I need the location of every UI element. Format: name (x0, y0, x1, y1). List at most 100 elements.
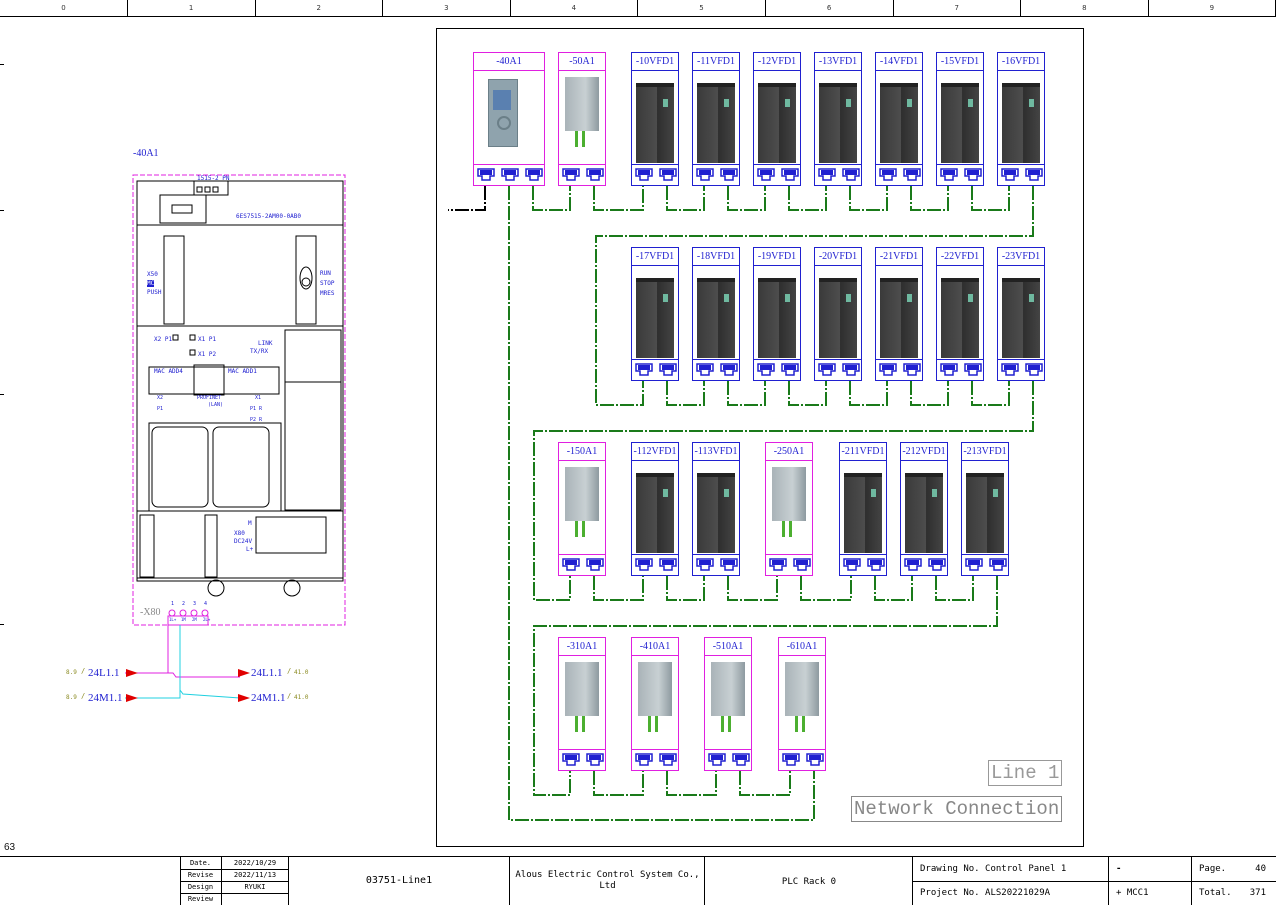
rj45-port-icon[interactable] (843, 558, 861, 572)
rj45-port-icon[interactable] (1025, 168, 1043, 182)
rj45-port-icon[interactable] (757, 168, 775, 182)
device-20vfd1[interactable]: -20VFD1 (814, 247, 862, 381)
rj45-port-icon[interactable] (586, 558, 604, 572)
device-250a1[interactable]: -250A1 (765, 442, 813, 576)
rj45-port-icon[interactable] (586, 753, 604, 767)
total-value: 371 (1249, 888, 1266, 898)
rj45-port-icon[interactable] (879, 168, 897, 182)
rj45-port-icon[interactable] (659, 753, 677, 767)
rj45-port-icon[interactable] (720, 363, 738, 377)
rj45-port-icon[interactable] (635, 363, 653, 377)
rj45-port-icon[interactable] (867, 558, 885, 572)
rj45-port-icon[interactable] (1001, 168, 1019, 182)
rj45-port-icon[interactable] (842, 168, 860, 182)
device-310a1[interactable]: -310A1 (558, 637, 606, 771)
rj45-port-icon[interactable] (635, 753, 653, 767)
rj45-port-icon[interactable] (782, 753, 800, 767)
rj45-port-icon[interactable] (477, 168, 495, 182)
device-12vfd1[interactable]: -12VFD1 (753, 52, 801, 186)
profinet-cable (910, 186, 949, 211)
dc24v-label: DC24V (234, 538, 253, 545)
rj45-port-icon[interactable] (659, 363, 677, 377)
device-10vfd1[interactable]: -10VFD1 (631, 52, 679, 186)
device-410a1[interactable]: -410A1 (631, 637, 679, 771)
device-11vfd1[interactable]: -11VFD1 (692, 52, 740, 186)
rj45-port-icon[interactable] (879, 363, 897, 377)
rj45-port-icon[interactable] (928, 558, 946, 572)
device-113vfd1[interactable]: -113VFD1 (692, 442, 740, 576)
wire-dst-ref[interactable]: 41.0 (294, 694, 309, 701)
device-tag: -17VFD1 (631, 247, 679, 266)
rj45-port-icon[interactable] (769, 558, 787, 572)
device-16vfd1[interactable]: -16VFD1 (997, 52, 1045, 186)
rj45-port-icon[interactable] (903, 168, 921, 182)
rj45-port-icon[interactable] (696, 363, 714, 377)
device-112vfd1[interactable]: -112VFD1 (631, 442, 679, 576)
rj45-port-icon[interactable] (732, 753, 750, 767)
device-image-frame (753, 265, 801, 360)
device-22vfd1[interactable]: -22VFD1 (936, 247, 984, 381)
rj45-port-icon[interactable] (1001, 363, 1019, 377)
device-image-frame (704, 655, 752, 750)
rj45-port-icon[interactable] (903, 363, 921, 377)
rj45-port-icon[interactable] (696, 168, 714, 182)
device-15vfd1[interactable]: -15VFD1 (936, 52, 984, 186)
rj45-port-icon[interactable] (989, 558, 1007, 572)
port-strip (875, 164, 923, 186)
device-212vfd1[interactable]: -212VFD1 (900, 442, 948, 576)
rj45-port-icon[interactable] (696, 558, 714, 572)
device-510a1[interactable]: -510A1 (704, 637, 752, 771)
rj45-port-icon[interactable] (940, 363, 958, 377)
rj45-port-icon[interactable] (806, 753, 824, 767)
device-211vfd1[interactable]: -211VFD1 (839, 442, 887, 576)
rj45-port-icon[interactable] (964, 363, 982, 377)
device-19vfd1[interactable]: -19VFD1 (753, 247, 801, 381)
rj45-port-icon[interactable] (940, 168, 958, 182)
rj45-port-icon[interactable] (965, 558, 983, 572)
device-213vfd1[interactable]: -213VFD1 (961, 442, 1009, 576)
rj45-port-icon[interactable] (904, 558, 922, 572)
rj45-port-icon[interactable] (635, 558, 653, 572)
device-14vfd1[interactable]: -14VFD1 (875, 52, 923, 186)
port-strip (558, 164, 606, 186)
rj45-port-icon[interactable] (525, 168, 543, 182)
rj45-port-icon[interactable] (586, 168, 604, 182)
rj45-port-icon[interactable] (708, 753, 726, 767)
device-23vfd1[interactable]: -23VFD1 (997, 247, 1045, 381)
rj45-port-icon[interactable] (562, 168, 580, 182)
rj45-port-icon[interactable] (842, 363, 860, 377)
rj45-port-icon[interactable] (635, 168, 653, 182)
wire-dst-ref[interactable]: 41.0 (294, 669, 309, 676)
rj45-port-icon[interactable] (964, 168, 982, 182)
device-610a1[interactable]: -610A1 (778, 637, 826, 771)
wire-src-ref[interactable]: 8.9 (66, 669, 77, 676)
rj45-port-icon[interactable] (1025, 363, 1043, 377)
rj45-port-icon[interactable] (781, 168, 799, 182)
rj45-port-icon[interactable] (818, 168, 836, 182)
rj45-port-icon[interactable] (659, 558, 677, 572)
rj45-port-icon[interactable] (781, 363, 799, 377)
terminal-name: 2M (192, 617, 197, 622)
device-150a1[interactable]: -150A1 (558, 442, 606, 576)
rj45-port-icon[interactable] (562, 558, 580, 572)
device-50a1[interactable]: -50A1 (558, 52, 606, 186)
rj45-port-icon[interactable] (720, 168, 738, 182)
terminal-number: 1 (171, 601, 175, 607)
run-label: RUN (320, 270, 331, 277)
rj45-port-icon[interactable] (562, 753, 580, 767)
device-40a1[interactable]: -40A1 (473, 52, 545, 186)
wire-src-ref[interactable]: 8.9 (66, 694, 77, 701)
rj45-port-icon[interactable] (501, 168, 519, 182)
rj45-port-icon[interactable] (793, 558, 811, 572)
interface-module-icon (638, 662, 672, 732)
device-21vfd1[interactable]: -21VFD1 (875, 247, 923, 381)
rj45-port-icon[interactable] (659, 168, 677, 182)
device-tag: -16VFD1 (997, 52, 1045, 71)
device-18vfd1[interactable]: -18VFD1 (692, 247, 740, 381)
device-13vfd1[interactable]: -13VFD1 (814, 52, 862, 186)
device-17vfd1[interactable]: -17VFD1 (631, 247, 679, 381)
plc-cpu-icon (488, 79, 518, 147)
rj45-port-icon[interactable] (818, 363, 836, 377)
rj45-port-icon[interactable] (720, 558, 738, 572)
rj45-port-icon[interactable] (757, 363, 775, 377)
